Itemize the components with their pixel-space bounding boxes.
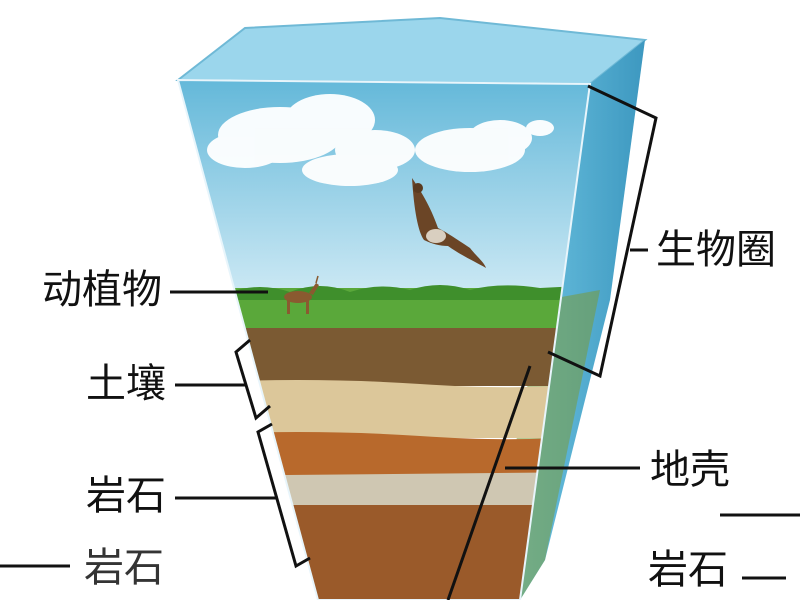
sky-layer: [178, 80, 590, 300]
label-rock-partial: 岩石: [84, 545, 164, 591]
label-soil: 土壤: [86, 361, 166, 407]
deer-icon: [284, 275, 319, 314]
cloud-icon: [207, 94, 415, 186]
sand-layer: [178, 380, 590, 438]
label-animals-plants: 动植物: [42, 267, 162, 313]
label-rock: 岩石: [86, 473, 166, 519]
cloud-icon: [415, 120, 554, 172]
biosphere-bracket: [547, 84, 658, 379]
label-biosphere: 生物圈: [656, 227, 776, 273]
wedge-top-face: [175, 16, 648, 86]
eagle-icon: [412, 178, 486, 268]
crust-bracket: [446, 365, 532, 600]
label-crust: 地壳: [650, 447, 730, 493]
label-rock-right: 岩石: [648, 547, 728, 593]
